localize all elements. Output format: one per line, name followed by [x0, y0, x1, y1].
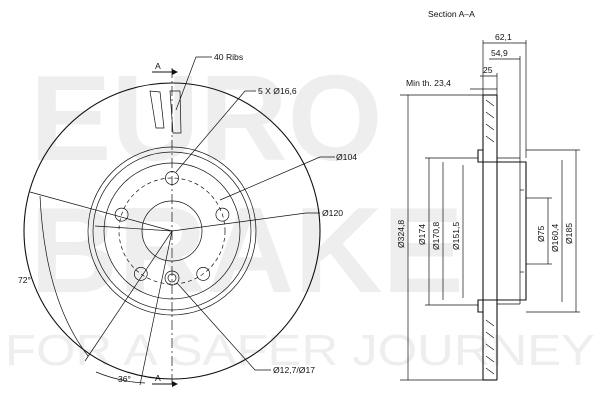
rib-slot [149, 90, 165, 129]
hub-leader [171, 212, 320, 232]
hub-label: Ø120 [322, 208, 343, 218]
angle-36-label: 36° [118, 374, 131, 384]
angle-ray-2 [84, 230, 173, 362]
dia-185-label: Ø185 [564, 223, 574, 244]
watermark-line2: BRAKE [30, 182, 464, 318]
arrowhead [172, 381, 178, 387]
holes-label: 5 X Ø16,6 [258, 86, 297, 96]
hole-leader [177, 283, 271, 371]
pcd-label: Ø104 [336, 152, 357, 162]
angle-arc-72 [39, 195, 89, 357]
hub-leader-ext [94, 225, 173, 232]
pcd-circle [118, 177, 226, 285]
holes-leader [175, 90, 256, 173]
section-view: Section A–A 62,1 54,9 25 Min th. 23,4 [396, 9, 580, 381]
leaders [29, 56, 335, 386]
arrowhead [172, 69, 178, 75]
ribs-label: 40 Ribs [214, 52, 243, 62]
vent-hatch [485, 99, 495, 375]
dia-160-4-label: Ø160,4 [550, 224, 560, 252]
bolt-hole [114, 207, 129, 222]
cut-label-bottom: A [155, 373, 161, 383]
ribs-leader [175, 56, 212, 111]
pcd-leader [219, 156, 335, 201]
dia-170-8-label: Ø170,8 [431, 222, 441, 250]
diameter-dimensions: Ø324,8 Ø174 Ø170,8 Ø151,5 Ø75 Ø160,4 Ø18… [396, 94, 580, 381]
hat-outline [477, 149, 527, 313]
dia-151-5-label: Ø151,5 [451, 222, 461, 250]
watermark-line1: EURO [30, 50, 382, 186]
bolt-hole [196, 267, 211, 281]
section-title: Section A–A [428, 9, 475, 19]
angle-72-label: 72° [18, 275, 31, 285]
width-dimensions: 62,1 54,9 25 Min th. 23,4 [406, 32, 527, 158]
width-25-label: 25 [483, 65, 493, 75]
width-54-9-label: 54,9 [491, 48, 508, 58]
front-view: A A 40 Ribs 5 X Ø16,6 Ø104 Ø120 Ø12,7/Ø1… [18, 52, 357, 387]
dia-75-label: Ø75 [536, 226, 546, 242]
dia-174-label: Ø174 [417, 224, 427, 245]
hole-label: Ø12,7/Ø17 [273, 365, 315, 375]
angle-ray-3 [139, 230, 173, 386]
angle-arc-36 [95, 371, 146, 384]
min-thickness-label: Min th. 23,4 [406, 78, 451, 88]
cut-label-top: A [155, 61, 161, 71]
bolt-hole [215, 207, 230, 222]
bolt-hole [133, 267, 148, 281]
angle-ray-1 [29, 191, 173, 232]
width-62-1-label: 62,1 [495, 32, 512, 42]
watermark: EURO BRAKE FOR A SAFER JOURNEY [5, 50, 595, 375]
section-cut-line: A A [152, 61, 178, 387]
disc-profile [477, 94, 540, 381]
dia-324-8-label: Ø324,8 [396, 220, 406, 248]
